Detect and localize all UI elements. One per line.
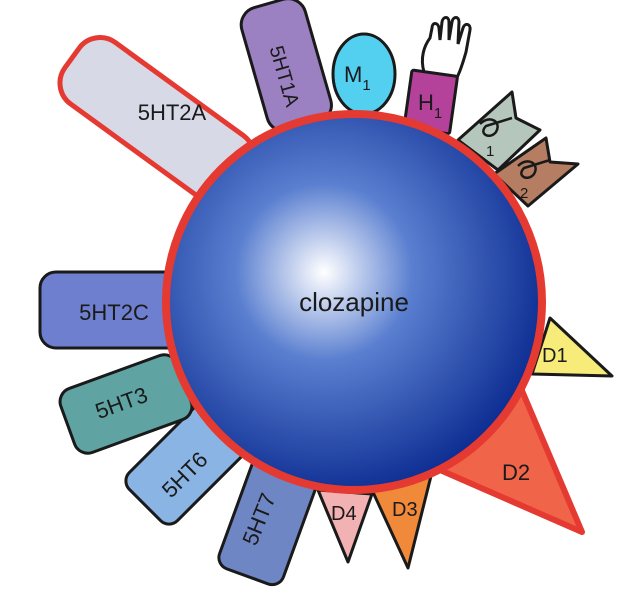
receptor-d1-label: D1 bbox=[542, 345, 568, 367]
receptor-5ht2a: 5HT2A bbox=[57, 35, 257, 205]
receptor-alpha2: 2 bbox=[492, 136, 580, 208]
receptor-5ht2c-label: 5HT2C bbox=[79, 300, 149, 325]
receptor-alpha1-shape bbox=[456, 90, 542, 172]
clozapine-sphere-shape bbox=[162, 110, 546, 494]
receptor-h1: H1 bbox=[402, 16, 472, 136]
clozapine-sphere: clozapine bbox=[162, 110, 546, 494]
receptor-d1: D1 bbox=[530, 316, 614, 378]
alpha-symbol-icon bbox=[517, 158, 551, 179]
alpha-symbol-icon bbox=[479, 116, 513, 137]
receptor-d1-shape bbox=[530, 316, 614, 378]
hand-icon bbox=[420, 16, 472, 88]
receptor-d3-label: D3 bbox=[392, 499, 418, 521]
receptor-alpha1-label: 1 bbox=[486, 143, 494, 160]
clozapine-label: clozapine bbox=[299, 287, 409, 317]
receptor-5ht2a-label: 5HT2A bbox=[138, 100, 207, 125]
receptor-h1-label: H1 bbox=[418, 90, 442, 122]
receptor-m1-label: M1 bbox=[344, 62, 371, 94]
receptor-5ht1a: 5HT1A bbox=[239, 0, 333, 133]
receptor-alpha2-label: 2 bbox=[520, 185, 528, 202]
receptor-d4: D4 bbox=[316, 488, 374, 564]
receptor-m1-shape bbox=[331, 32, 397, 116]
receptor-d4-shape bbox=[316, 488, 374, 564]
receptor-5ht2c: 5HT2C bbox=[38, 270, 192, 350]
receptor-m1: M1 bbox=[331, 32, 397, 116]
receptor-d2-label: D2 bbox=[502, 460, 530, 485]
receptor-5ht3: 5HT3 bbox=[58, 353, 194, 455]
receptor-alpha1: 1 bbox=[456, 90, 542, 172]
receptor-d4-label: D4 bbox=[331, 503, 357, 525]
